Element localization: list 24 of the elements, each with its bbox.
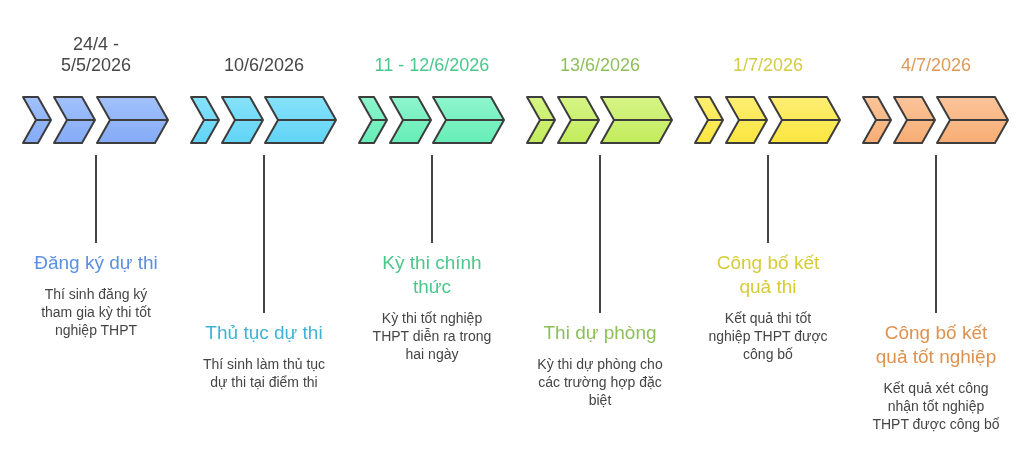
connector-line xyxy=(935,154,937,314)
connector-line xyxy=(599,154,601,314)
stage-heading: Công bố kết quả thi xyxy=(716,251,820,299)
stage-heading: Thi dự phòng xyxy=(542,321,658,345)
stage-description: Kỳ thi dự phòng cho các trường hợp đặc biệt xyxy=(536,355,664,409)
date-label: 1/7/2026 xyxy=(732,55,804,76)
date-label: 11 - 12/6/2026 xyxy=(374,55,490,76)
stage-description: Kết quả xét công nhận tốt nghiệp THPT được công bố xyxy=(871,379,1001,433)
stage-heading: Kỳ thi chính thức xyxy=(381,251,483,299)
connector-line xyxy=(431,154,433,244)
connector-line xyxy=(767,154,769,244)
stage-description: Kỳ thi tốt nghiệp THPT diễn ra trong hai ngày xyxy=(372,309,492,363)
stage-description: Thí sinh đăng ký tham gia kỳ thi tốt nghiệp THPT xyxy=(40,285,152,339)
date-label: 13/6/2026 xyxy=(559,55,641,76)
stage-heading: Thủ tục dự thi xyxy=(204,321,324,345)
stage-heading: Đăng ký dự thi xyxy=(33,251,159,275)
connector-line xyxy=(95,154,97,244)
stage-heading: Công bố kết quả tốt nghiệp xyxy=(875,321,997,369)
connector-line xyxy=(263,154,265,314)
stage-description: Kết quả thi tốt nghiệp THPT được công bố xyxy=(707,309,829,363)
date-label: 4/7/2026 xyxy=(900,55,972,76)
date-label: 10/6/2026 xyxy=(223,55,305,76)
stage-description: Thí sinh làm thủ tục dự thi tại điểm thi xyxy=(202,355,326,391)
date-label: 24/4 - 5/5/2026 xyxy=(60,34,132,76)
